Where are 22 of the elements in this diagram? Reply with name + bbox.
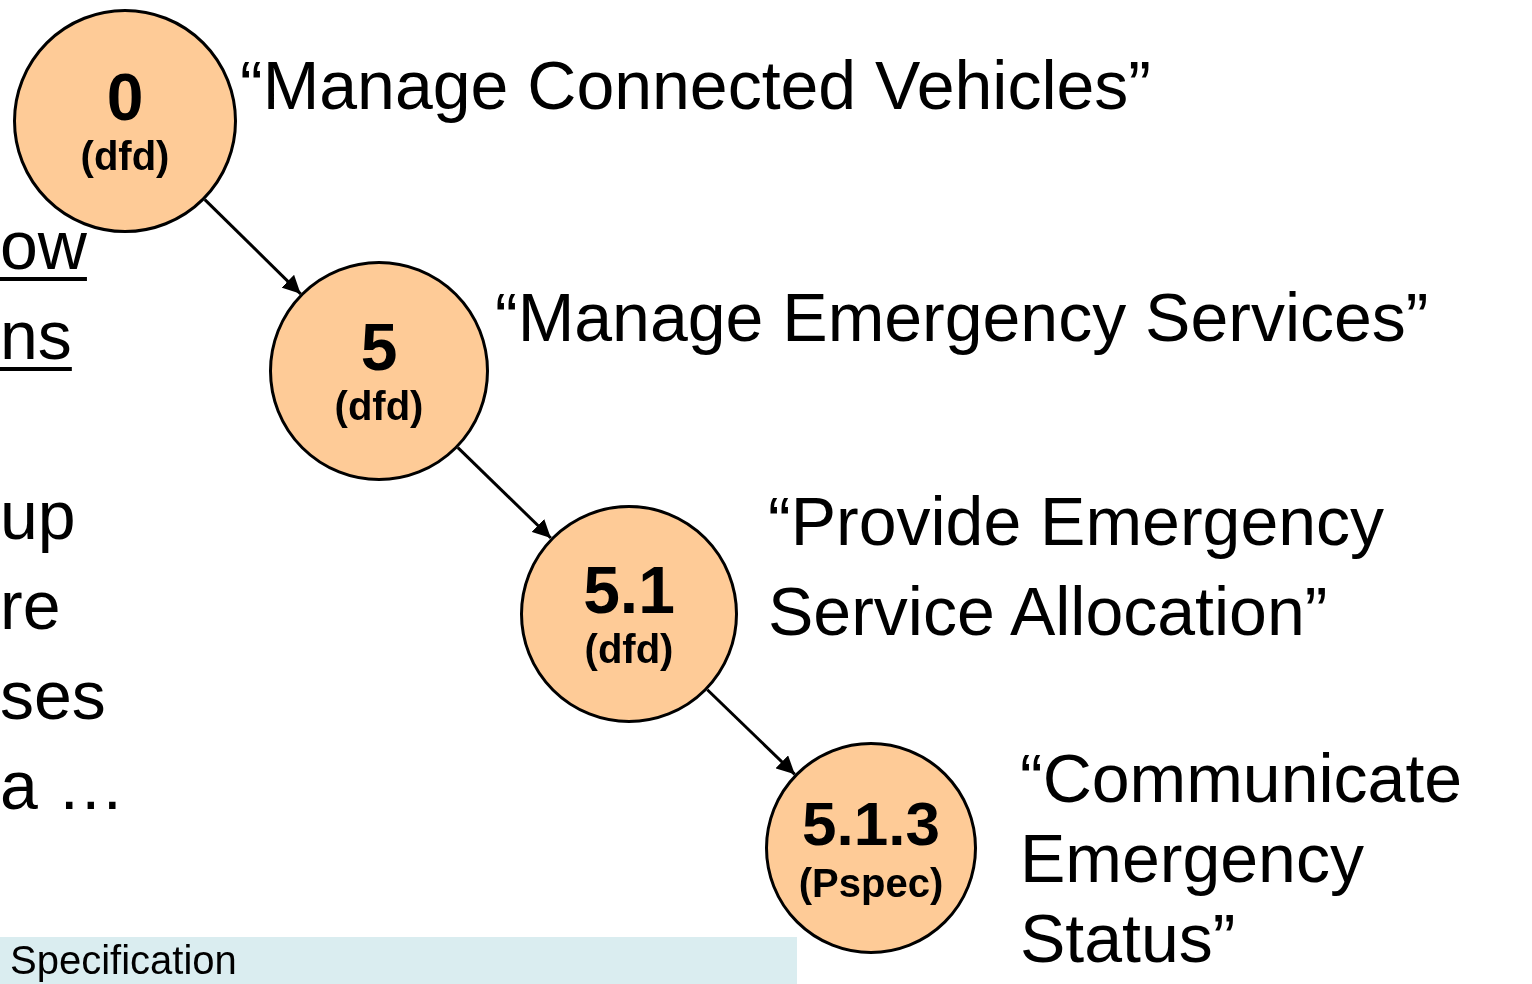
arrow — [706, 688, 796, 776]
body-text: a … — [0, 746, 125, 825]
band-text: Specification — [10, 939, 237, 981]
process-type: (dfd) — [334, 383, 424, 430]
process-number: 5.1 — [583, 555, 675, 625]
process-number: 5 — [360, 312, 398, 382]
arrow — [203, 198, 302, 295]
link-text: ow — [0, 206, 87, 285]
body-text: ses — [0, 656, 106, 735]
body-text: re — [0, 566, 61, 645]
process-name: “Manage Emergency Services” — [495, 278, 1430, 357]
body-text: up — [0, 476, 76, 555]
process-number: 5.1.3 — [802, 789, 940, 859]
process-type: (dfd) — [80, 133, 170, 180]
process-type: (Pspec) — [798, 860, 944, 907]
process-name: “Provide Emergency Service Allocation” — [768, 482, 1386, 651]
link-text: ns — [0, 296, 72, 375]
process-name: “Communicate Emergency Status” — [1020, 739, 1464, 978]
process-type: (dfd) — [584, 626, 674, 673]
process-number: 0 — [106, 62, 144, 132]
process-name: “Manage Connected Vehicles” — [240, 46, 1152, 125]
arrow — [456, 446, 552, 540]
